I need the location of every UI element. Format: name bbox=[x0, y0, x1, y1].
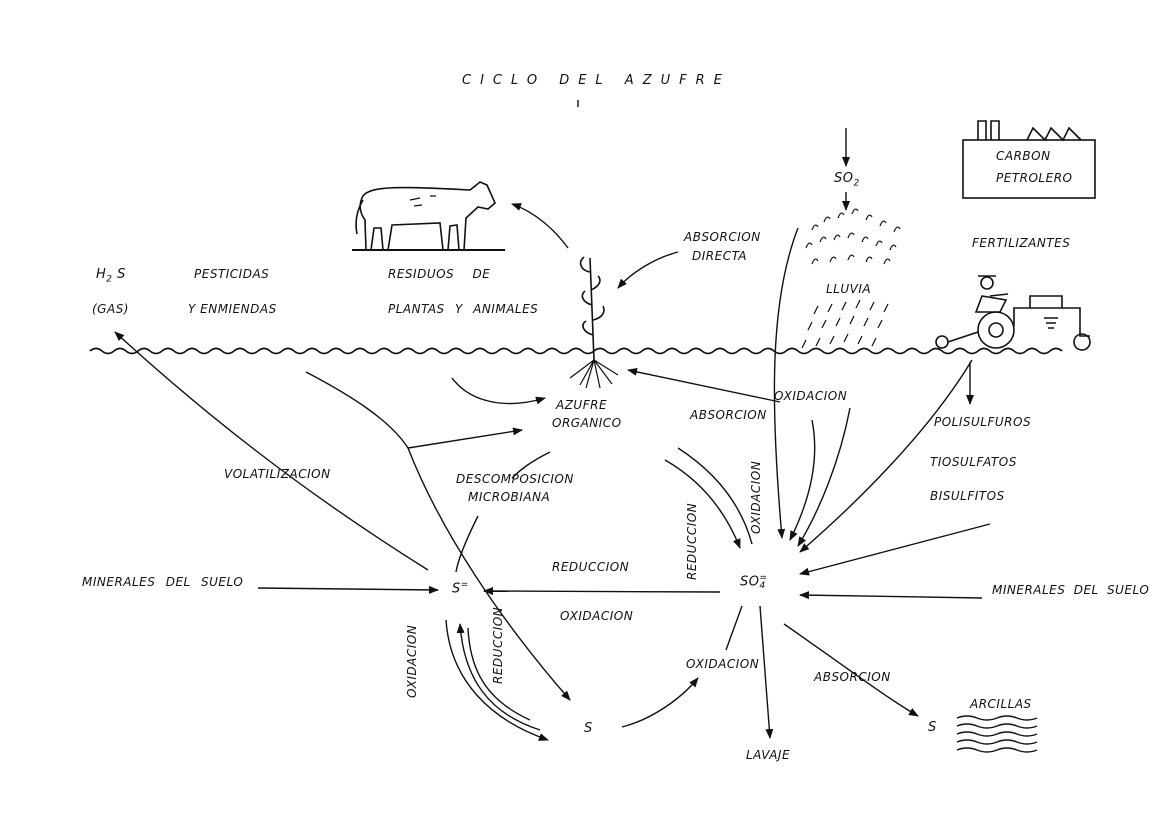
minerals-right-label: MINERALES DEL SUELO bbox=[992, 583, 1150, 597]
arrow-absorption-low bbox=[783, 623, 919, 717]
corn-plant-icon bbox=[569, 256, 619, 389]
plants-animals-label: PLANTAS Y ANIMALES bbox=[388, 302, 539, 316]
rain-label: LLUVIA bbox=[826, 282, 872, 296]
arrow-oxidation-top-a bbox=[789, 419, 816, 541]
direct-absorption-label-1: ABSORCION bbox=[684, 230, 761, 244]
oxidation-top-label: OXIDACION bbox=[774, 389, 848, 403]
arrow-oxidation-left bbox=[445, 619, 549, 741]
organic-sulfur-label-2: ORGANICO bbox=[552, 416, 622, 430]
decomposition-label-2: MICROBIANA bbox=[468, 490, 551, 504]
amendments-label: Y ENMIENDAS bbox=[188, 302, 277, 316]
oxidation-mid-label: OXIDACION bbox=[560, 609, 634, 623]
reduction-mid-label: REDUCCION bbox=[552, 560, 630, 574]
organic-sulfur-label-1: AZUFRE bbox=[556, 398, 608, 412]
arrow-bisulfites-to-sulfate bbox=[799, 523, 991, 576]
tractor-icon bbox=[935, 275, 1091, 351]
bisulfites-label: BISULFITOS bbox=[930, 489, 1005, 503]
arrow-volatilization bbox=[114, 331, 429, 571]
oxidation-vertical-label: OXIDACION bbox=[749, 460, 763, 534]
elemental-sulfur-node: S bbox=[584, 721, 593, 736]
arrow-pesticides-branch bbox=[305, 371, 571, 701]
arrow-branch-to-organic bbox=[407, 427, 523, 449]
h2s-h-text: H bbox=[96, 267, 107, 282]
polysulfides-label: POLISULFUROS bbox=[934, 415, 1032, 429]
petroleum-label: PETROLERO bbox=[996, 171, 1073, 185]
h2s-s-text: S bbox=[112, 267, 126, 282]
h2s-subscript: 2 bbox=[106, 274, 113, 285]
arrow-plant-to-cow bbox=[511, 203, 569, 249]
residues-label: RESIDUOS DE bbox=[388, 267, 491, 281]
volatilization-label: VOLATILIZACION bbox=[224, 467, 331, 481]
oxidation-low-label: OXIDACION bbox=[686, 657, 760, 671]
rain-icon bbox=[801, 208, 901, 349]
factory-icon bbox=[962, 120, 1096, 199]
arrow-residues-to-organic bbox=[451, 377, 546, 405]
adsorbed-sulfur-label: S bbox=[928, 720, 937, 735]
reduction-vertical-label: REDUCCION bbox=[685, 502, 699, 580]
arrow-rain-to-sulfate bbox=[773, 227, 799, 539]
arrow-sulfate-to-sulfide bbox=[483, 587, 721, 596]
absorption-low-label: ABSORCION bbox=[814, 670, 891, 684]
sulfide-text: S bbox=[452, 581, 461, 597]
minerals-left-label: MINERALES DEL SUELO bbox=[82, 575, 244, 589]
clays-icon bbox=[956, 715, 1038, 753]
h2s-label: H2 S bbox=[96, 268, 126, 285]
sulfide-charge: = bbox=[460, 580, 469, 590]
arrow-reduction-vert-b bbox=[677, 447, 753, 545]
soil-surface-line bbox=[89, 347, 1063, 355]
sulfate-node: SO=4 bbox=[740, 573, 768, 592]
diagram-title: CICLO DEL AZUFRE bbox=[462, 73, 731, 88]
arrow-organic-decomp-line bbox=[511, 451, 551, 479]
decomposition-label-1: DESCOMPOSICION bbox=[456, 472, 574, 486]
sulfate-text: SO bbox=[740, 574, 760, 590]
arrow-decomposition bbox=[455, 515, 479, 573]
sulfate-subscript: 4 bbox=[759, 581, 766, 592]
so2-label: SO2 bbox=[834, 172, 860, 189]
arrow-minerals-left bbox=[257, 585, 439, 594]
pesticides-label: PESTICIDAS bbox=[194, 267, 270, 281]
reduction-left-vertical-label: REDUCCION bbox=[491, 606, 505, 684]
arrow-direct-absorption bbox=[617, 251, 679, 289]
thiosulfates-label: TIOSULFATOS bbox=[930, 455, 1017, 469]
clays-label: ARCILLAS bbox=[970, 697, 1032, 711]
gas-label: (GAS) bbox=[92, 302, 129, 316]
absorption-label: ABSORCION bbox=[690, 408, 767, 422]
cow-icon bbox=[352, 181, 505, 251]
oxidation-left-vertical-label: OXIDACION bbox=[405, 624, 419, 698]
leaching-label: LAVAJE bbox=[746, 748, 791, 762]
so2-text: SO bbox=[834, 171, 854, 186]
so2-subscript: 2 bbox=[853, 178, 860, 189]
arrow-absorption-to-plant bbox=[627, 367, 781, 403]
arrow-reduction-vert-a bbox=[664, 459, 741, 549]
arrow-reduction-left bbox=[456, 623, 541, 731]
fertilizers-label: FERTILIZANTES bbox=[972, 236, 1071, 250]
arrow-reduction-left-b bbox=[467, 627, 531, 721]
carbon-label: CARBON bbox=[996, 149, 1051, 163]
sulfide-node: S= bbox=[452, 580, 469, 597]
arrow-minerals-right bbox=[799, 591, 983, 600]
arrow-oxidation-top-b bbox=[797, 407, 851, 547]
direct-absorption-label-2: DIRECTA bbox=[692, 249, 748, 263]
sulfate-charge: = bbox=[759, 573, 768, 583]
arrow-sulfate-lower bbox=[725, 605, 743, 651]
arrow-fertilizer-to-sulfate bbox=[799, 359, 973, 553]
arrow-s-to-sulfate bbox=[621, 677, 699, 728]
arrow-leaching bbox=[759, 605, 774, 739]
